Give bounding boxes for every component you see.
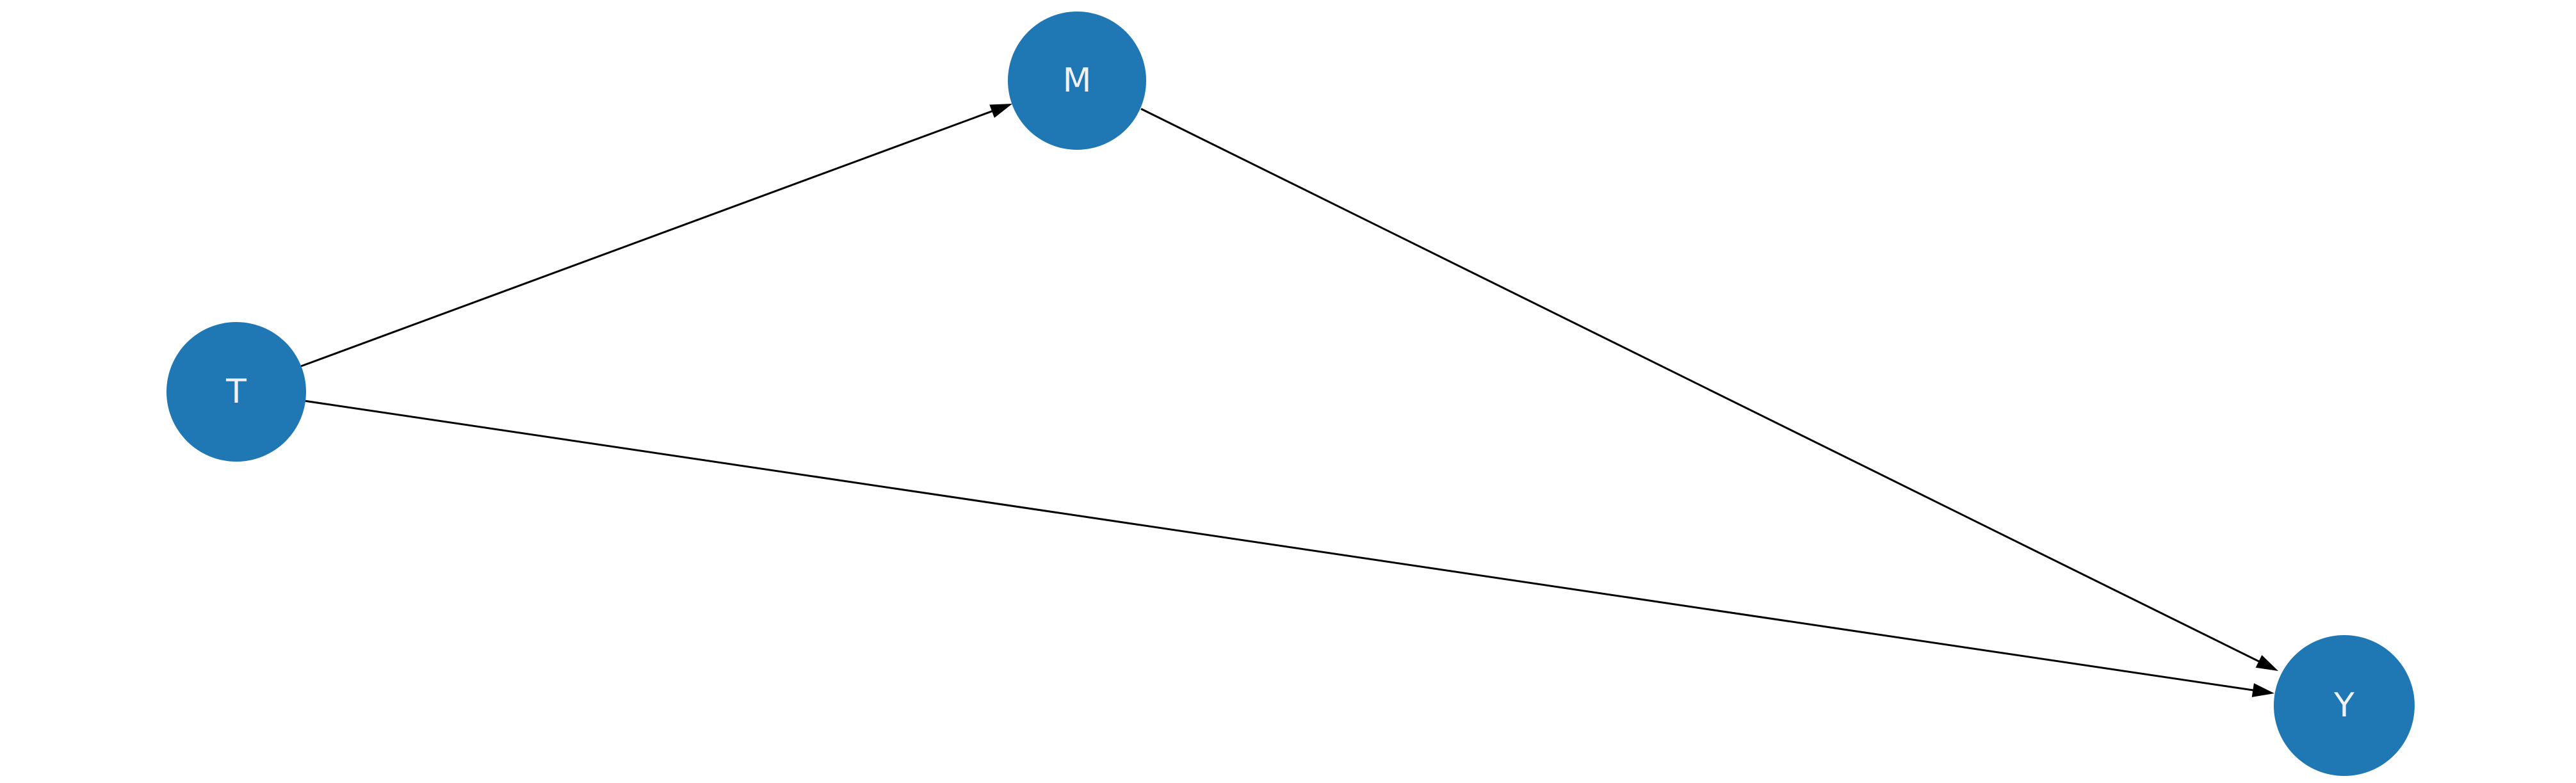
node-circle[interactable] — [1008, 12, 1146, 150]
edge-line — [300, 109, 994, 367]
edge-m-y — [1140, 108, 2278, 671]
edge-t-y — [304, 400, 2274, 697]
edge-line — [1140, 108, 2261, 663]
edge-line — [304, 400, 2255, 691]
edge-t-m — [300, 104, 1012, 367]
node-m[interactable]: M — [1008, 12, 1146, 150]
edges-layer — [300, 104, 2278, 697]
node-y[interactable]: Y — [2274, 635, 2415, 776]
node-t[interactable]: T — [166, 322, 306, 462]
edge-arrowhead — [989, 104, 1012, 118]
node-circle[interactable] — [2274, 635, 2415, 776]
edge-arrowhead — [2255, 655, 2278, 671]
nodes-layer: T M Y — [166, 12, 2415, 776]
node-circle[interactable] — [166, 322, 306, 462]
edge-arrowhead — [2251, 683, 2274, 697]
